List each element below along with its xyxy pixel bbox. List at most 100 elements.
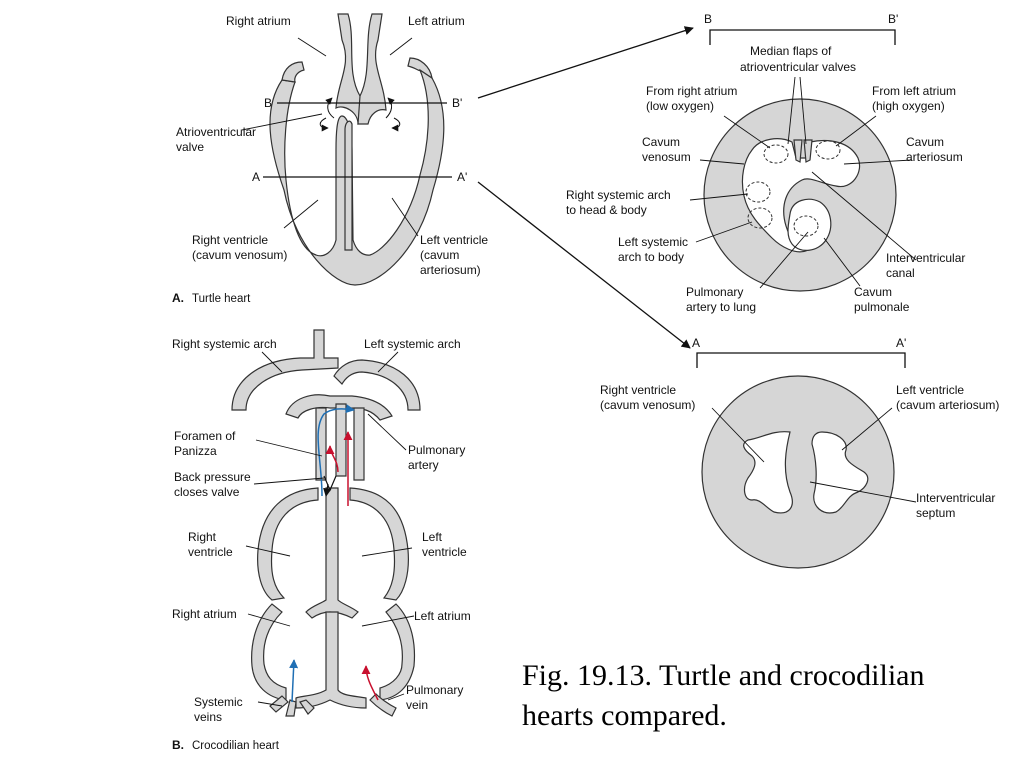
section-aa-right-ventricle-cavity bbox=[743, 431, 793, 514]
turtle-label-b: B bbox=[264, 96, 272, 110]
caption-line-2: hearts compared. bbox=[522, 699, 727, 732]
croc-label-la: Left atrium bbox=[414, 609, 471, 623]
turtle-septum bbox=[344, 120, 353, 251]
section-bb-cav-art-1: Cavum bbox=[906, 135, 944, 149]
section-bb-leaders bbox=[689, 76, 917, 289]
section-bb-label-b-prime: B' bbox=[888, 12, 898, 26]
section-bb-outer bbox=[703, 98, 897, 292]
section-bb-pa-2: artery to lung bbox=[686, 300, 756, 314]
section-aa-rv-2: (cavum venosum) bbox=[600, 398, 695, 412]
section-aa-ivs-2: septum bbox=[916, 506, 955, 520]
section-bb-cav-ven-1: Cavum bbox=[642, 135, 680, 149]
turtle-ventricle-wall bbox=[269, 68, 445, 286]
croc-blue-flow-pulmonary bbox=[317, 404, 355, 497]
section-bb-cav-art-2: arteriosum bbox=[906, 150, 963, 164]
turtle-label-av-valve-2: valve bbox=[176, 140, 204, 154]
croc-leaders bbox=[245, 351, 415, 707]
section-bb-bracket bbox=[709, 29, 896, 45]
section-bb-cav-ven-2: venosum bbox=[642, 150, 691, 164]
croc-right-systemic-arch bbox=[231, 329, 339, 411]
section-bb-cavity bbox=[741, 138, 861, 253]
section-aa-lv-2: (cavum arteriosum) bbox=[896, 398, 999, 412]
section-bb-median-flaps bbox=[793, 139, 813, 163]
section-bb-ivc-1: Interventricular bbox=[886, 251, 965, 265]
croc-panel-title: Crocodilian heart bbox=[192, 740, 280, 752]
section-aa-drawing bbox=[701, 375, 895, 569]
section-aa-label-a-prime: A' bbox=[896, 336, 906, 350]
section-bb-label-b: B bbox=[704, 12, 712, 26]
section-bb-from-right-2: (low oxygen) bbox=[646, 99, 714, 113]
section-bb-rsa-2: to head & body bbox=[566, 203, 647, 217]
section-bb-ivc-2: canal bbox=[886, 266, 915, 280]
section-aa-left-ventricle-cavity bbox=[811, 431, 869, 514]
section-bb-rsa-1: Right systemic arch bbox=[566, 188, 671, 202]
turtle-left-flare bbox=[281, 61, 305, 83]
section-bb-dashed-openings bbox=[745, 140, 841, 237]
section-aa-leaders bbox=[711, 407, 917, 503]
section-bb-from-left-1: From left atrium bbox=[872, 84, 956, 98]
croc-red-flow-pulmonary-vein bbox=[361, 665, 379, 701]
turtle-label-lv-3: arteriosum) bbox=[420, 263, 481, 277]
croc-left-systemic-arch bbox=[333, 359, 421, 411]
figure-caption: Fig. 19.13. Turtle and crocodilian heart… bbox=[522, 656, 1002, 736]
section-bb-pa-1: Pulmonary bbox=[686, 285, 743, 299]
croc-label-bp-2: closes valve bbox=[174, 485, 240, 499]
section-bb-cp-2: pulmonale bbox=[854, 300, 910, 314]
turtle-right-flare bbox=[407, 57, 433, 80]
croc-valve bbox=[323, 475, 337, 497]
turtle-label-a: A bbox=[252, 170, 260, 184]
croc-blue-flow-systemic-vein bbox=[289, 659, 299, 703]
turtle-label-lv-2: (cavum bbox=[420, 248, 459, 262]
croc-label-rsa: Right systemic arch bbox=[172, 337, 277, 351]
croc-label-sv-2: veins bbox=[194, 710, 222, 724]
croc-panel-letter: B. bbox=[172, 738, 184, 752]
turtle-panel-title: Turtle heart bbox=[192, 293, 251, 305]
croc-label-fp-1: Foramen of bbox=[174, 429, 236, 443]
turtle-label-b-prime: B' bbox=[452, 96, 462, 110]
croc-label-ra: Right atrium bbox=[172, 607, 237, 621]
turtle-valve-arrows bbox=[319, 97, 401, 132]
section-aa-lv-1: Left ventricle bbox=[896, 383, 964, 397]
turtle-label-a-prime: A' bbox=[457, 170, 467, 184]
turtle-label-rv-2: (cavum venosum) bbox=[192, 248, 287, 262]
section-bb-from-right-1: From right atrium bbox=[646, 84, 737, 98]
section-bb-median-1: Median flaps of bbox=[750, 44, 832, 58]
turtle-panel-letter: A. bbox=[172, 291, 184, 305]
turtle-label-rv-1: Right ventricle bbox=[192, 233, 268, 247]
croc-systemic-veins bbox=[269, 695, 315, 717]
section-aa-label-a: A bbox=[692, 336, 700, 350]
turtle-leaders bbox=[241, 37, 419, 237]
section-bb-lsa-2: arch to body bbox=[618, 250, 684, 264]
croc-label-pv-1: Pulmonary bbox=[406, 683, 463, 697]
croc-left-ventricle-wall bbox=[349, 487, 409, 601]
section-bb-lsa-1: Left systemic bbox=[618, 235, 688, 249]
arrow-to-section-aa bbox=[477, 181, 691, 349]
croc-red-flow-panizza bbox=[325, 445, 339, 473]
turtle-left-atrium-tube bbox=[357, 13, 387, 125]
croc-right-atrium-wall bbox=[251, 603, 287, 701]
croc-flow-arrows bbox=[289, 404, 379, 703]
croc-label-rv-1: Right bbox=[188, 530, 217, 544]
section-bb-cp-1: Cavum bbox=[854, 285, 892, 299]
turtle-label-lv-1: Left ventricle bbox=[420, 233, 488, 247]
croc-label-pa-1: Pulmonary bbox=[408, 443, 465, 457]
section-bb-from-left-2: (high oxygen) bbox=[872, 99, 945, 113]
section-bb-median-2: atrioventricular valves bbox=[740, 60, 856, 74]
croc-label-pa-2: artery bbox=[408, 458, 439, 472]
croc-label-lv-1: Left bbox=[422, 530, 443, 544]
croc-septum bbox=[305, 487, 359, 619]
croc-label-sv-1: Systemic bbox=[194, 695, 243, 709]
turtle-right-atrium-tube bbox=[335, 13, 370, 125]
section-aa-bracket bbox=[696, 352, 906, 368]
croc-label-fp-2: Panizza bbox=[174, 444, 217, 458]
croc-label-lsa: Left systemic arch bbox=[364, 337, 461, 351]
croc-atrial-septum bbox=[295, 611, 367, 709]
croc-heart-drawing bbox=[231, 329, 421, 717]
croc-label-bp-1: Back pressure bbox=[174, 470, 251, 484]
croc-pulmonary-vein bbox=[369, 693, 397, 717]
section-bb-drawing bbox=[703, 98, 897, 292]
croc-label-rv-2: ventricle bbox=[188, 545, 233, 559]
croc-left-atrium-wall bbox=[379, 603, 416, 701]
croc-right-ventricle-wall bbox=[257, 487, 319, 601]
